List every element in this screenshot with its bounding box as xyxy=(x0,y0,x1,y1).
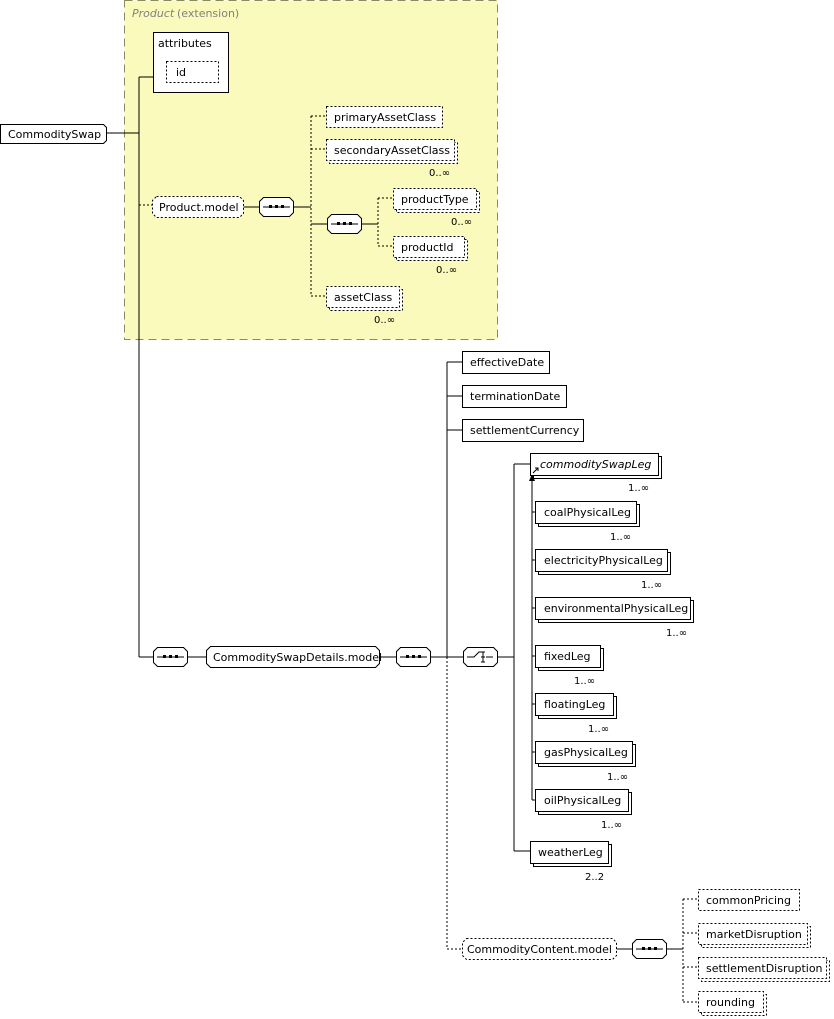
element-label: effectiveDate xyxy=(470,356,544,369)
element-label: secondaryAssetClass xyxy=(334,144,450,157)
cardinality: 0..∞ xyxy=(451,217,472,228)
element-label: commonPricing xyxy=(706,894,791,907)
element-producttype[interactable]: productType 0..∞ xyxy=(393,188,480,229)
group-commoditycontent-model[interactable]: CommodityContent.model xyxy=(462,938,617,960)
sequence-compositor-icon xyxy=(632,939,667,959)
element-label: productId xyxy=(401,241,454,254)
cardinality: 1..∞ xyxy=(610,532,631,543)
cardinality: 1..∞ xyxy=(607,772,628,783)
element-label: electricityPhysicalLeg xyxy=(544,554,663,567)
element-terminationdate[interactable]: terminationDate xyxy=(462,385,567,408)
element-label: terminationDate xyxy=(470,390,560,403)
element-gasphysicalleg[interactable]: gasPhysicalLeg 1..∞ xyxy=(535,741,636,784)
element-secondaryassetclass[interactable]: secondaryAssetClass 0..∞ xyxy=(326,139,458,180)
element-label: marketDisruption xyxy=(706,928,802,941)
sequence-compositor-icon xyxy=(396,647,431,667)
element-coalphysicalleg[interactable]: coalPhysicalLeg 1..∞ xyxy=(535,501,640,544)
cardinality: 0..∞ xyxy=(429,168,450,179)
element-electricityphysicalleg[interactable]: electricityPhysicalLeg 1..∞ xyxy=(535,549,671,592)
element-label: productType xyxy=(401,193,469,206)
cardinality: 1..∞ xyxy=(601,820,622,831)
sequence-compositor-icon xyxy=(259,197,294,217)
element-primaryassetclass[interactable]: primaryAssetClass xyxy=(326,106,443,128)
group-product-model[interactable]: Product.model xyxy=(152,196,244,218)
cardinality: 1..∞ xyxy=(574,676,595,687)
element-weatherleg[interactable]: weatherLeg 2..2 xyxy=(530,841,612,884)
element-label: settlementCurrency xyxy=(470,424,580,437)
element-rounding[interactable]: rounding xyxy=(698,991,767,1016)
cardinality: 0..∞ xyxy=(436,265,457,276)
element-label: coalPhysicalLeg xyxy=(544,506,631,519)
group-commodityswapdetails-model[interactable]: CommoditySwapDetails.model xyxy=(206,646,383,668)
extension-note: (extension) xyxy=(177,7,239,20)
sequence-compositor-icon xyxy=(327,214,362,234)
cardinality: 0..∞ xyxy=(374,315,395,326)
attributes-label: attributes xyxy=(158,37,212,50)
element-label: settlementDisruption xyxy=(706,962,823,975)
element-label: weatherLeg xyxy=(538,846,603,859)
sequence-compositor-icon xyxy=(153,647,188,667)
cardinality: 2..2 xyxy=(585,872,604,883)
element-productid[interactable]: productId 0..∞ xyxy=(393,236,468,277)
element-floatingleg[interactable]: floatingLeg 1..∞ xyxy=(535,693,617,736)
attributes-group[interactable]: attributes id xyxy=(153,32,229,93)
element-commodityswap[interactable]: CommoditySwap xyxy=(0,124,107,144)
attribute-id-label: id xyxy=(176,66,186,79)
attribute-id xyxy=(166,61,219,83)
element-environmentalphysicalleg[interactable]: environmentalPhysicalLeg 1..∞ xyxy=(535,597,694,640)
element-label: rounding xyxy=(706,996,755,1009)
cardinality: 1..∞ xyxy=(641,580,662,591)
element-settlementdisruption[interactable]: settlementDisruption xyxy=(698,957,830,982)
element-label: fixedLeg xyxy=(544,650,591,663)
element-marketdisruption[interactable]: marketDisruption xyxy=(698,923,811,948)
element-label: primaryAssetClass xyxy=(334,111,436,124)
element-label: commoditySwapLeg xyxy=(540,458,651,471)
group-label: CommoditySwapDetails.model xyxy=(213,651,382,664)
cardinality: 1..∞ xyxy=(628,483,649,494)
cardinality: 1..∞ xyxy=(666,628,687,639)
element-label: CommoditySwap xyxy=(8,128,101,141)
element-effectivedate[interactable]: effectiveDate xyxy=(462,351,550,374)
element-label: oilPhysicalLeg xyxy=(544,794,621,807)
group-label: Product.model xyxy=(159,201,239,214)
element-label: assetClass xyxy=(334,291,392,304)
cardinality: 1..∞ xyxy=(588,724,609,735)
element-commodityswapleg[interactable]: commoditySwapLeg 1..∞ xyxy=(530,453,662,495)
element-fixedleg[interactable]: fixedLeg 1..∞ xyxy=(535,645,604,688)
element-label: gasPhysicalLeg xyxy=(544,746,628,759)
connectors xyxy=(106,76,698,1003)
element-oilphysicalleg[interactable]: oilPhysicalLeg 1..∞ xyxy=(535,789,632,832)
choice-compositor-icon xyxy=(463,647,498,667)
group-label: CommodityContent.model xyxy=(467,943,612,956)
extension-title: Product xyxy=(132,7,175,20)
element-assetclass[interactable]: assetClass 0..∞ xyxy=(326,286,403,327)
element-commonpricing[interactable]: commonPricing xyxy=(698,889,800,911)
element-settlementcurrency[interactable]: settlementCurrency xyxy=(462,419,584,442)
element-label: environmentalPhysicalLeg xyxy=(544,602,688,615)
element-label: floatingLeg xyxy=(544,698,605,711)
